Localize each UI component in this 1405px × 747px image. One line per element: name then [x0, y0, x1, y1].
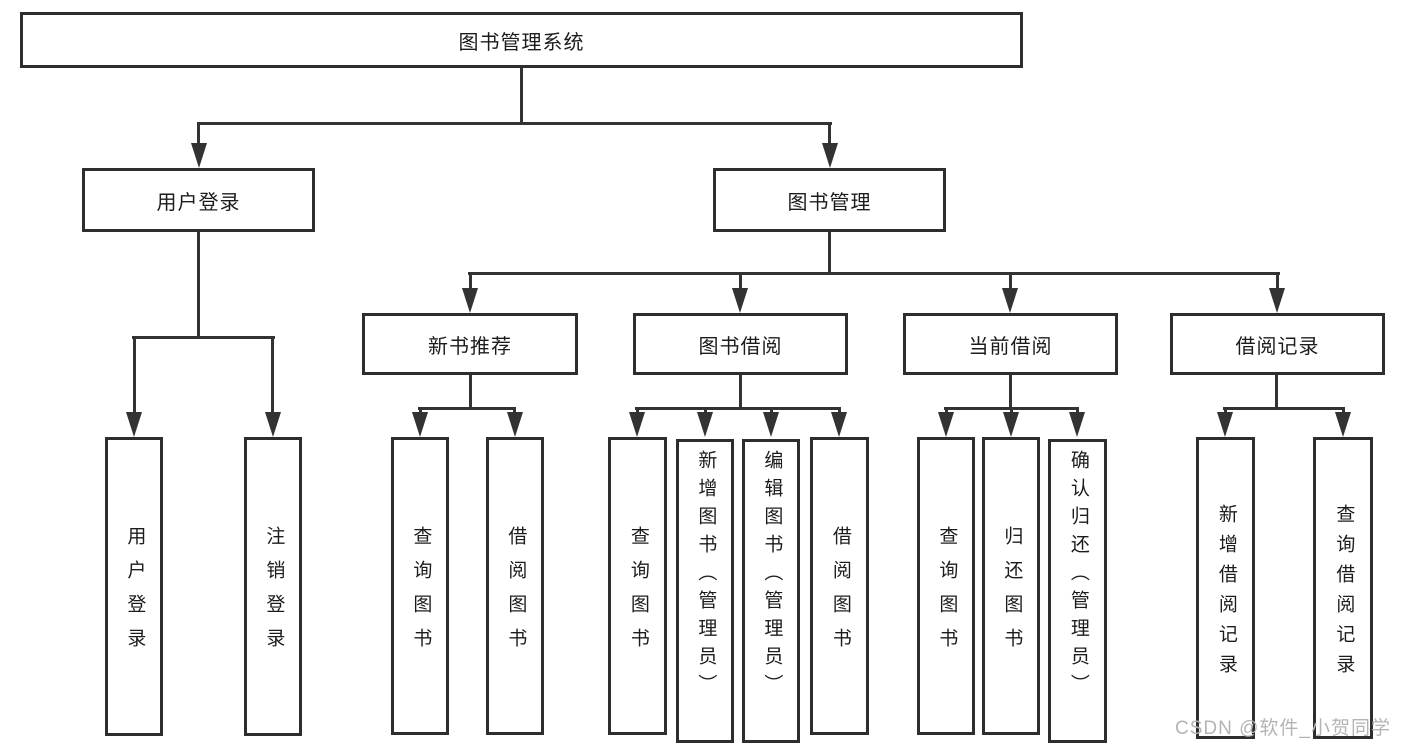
connector-borrowing-leaves-hline — [635, 407, 841, 410]
leaf-records-query-record: 查询借阅记录 — [1313, 437, 1373, 739]
connector-leaf-stem — [1342, 407, 1345, 413]
arrowhead-down-icon — [191, 143, 207, 168]
arrowhead-down-icon — [126, 412, 142, 437]
leaf-newbook-borrow-books-label: 借阅图书 — [505, 525, 527, 662]
csdn-watermark: CSDN @软件_小贺同学 — [1175, 718, 1391, 739]
arrowhead-down-icon — [1003, 412, 1019, 437]
arrowhead-down-icon — [732, 288, 748, 313]
connector-login-stem — [197, 122, 200, 143]
connector-leaf-stem — [1076, 407, 1079, 413]
leaf-borrow-query-books-label: 查询图书 — [627, 525, 649, 662]
connector-leaf-stem — [838, 407, 841, 413]
leaf-records-query-record-label: 查询借阅记录 — [1333, 503, 1355, 684]
leaf-borrow-borrow-books-label: 借阅图书 — [829, 525, 851, 662]
connector-login-leaves-hline — [132, 336, 275, 339]
leaf-current-query-books-label: 查询图书 — [936, 525, 958, 662]
connector-leaf-stem — [271, 336, 274, 412]
arrowhead-down-icon — [507, 412, 523, 437]
connector-mgmt-stem — [828, 122, 831, 143]
leaf-user-login: 用户登录 — [105, 437, 163, 736]
leaf-borrow-query-books: 查询图书 — [608, 437, 667, 735]
connector-leaf-stem — [419, 407, 422, 413]
connector-mgmt-down-stem — [828, 232, 831, 272]
connector-newbook-leaves-hline — [418, 407, 516, 410]
leaf-current-confirm-return-admin-label: 确认归还（管理员） — [1067, 450, 1089, 702]
leaf-newbook-query-books: 查询图书 — [391, 437, 449, 735]
connector-records-stem — [1276, 272, 1279, 288]
node-user-login: 用户登录 — [82, 168, 315, 232]
leaf-borrow-edit-books-admin: 编辑图书（管理员） — [742, 439, 800, 743]
arrowhead-down-icon — [462, 288, 478, 313]
leaf-logout-label: 注销登录 — [263, 526, 285, 662]
arrowhead-down-icon — [265, 412, 281, 437]
leaf-borrow-borrow-books: 借阅图书 — [810, 437, 869, 735]
leaf-current-confirm-return-admin: 确认归还（管理员） — [1048, 439, 1107, 743]
leaf-records-add-record: 新增借阅记录 — [1196, 437, 1255, 739]
connector-leaf-stem — [133, 336, 136, 412]
connector-root-stem — [520, 68, 523, 122]
arrowhead-down-icon — [822, 143, 838, 168]
connector-level3-hline — [468, 272, 1280, 275]
connector-newbook-down-stem — [469, 375, 472, 407]
arrowhead-down-icon — [831, 412, 847, 437]
leaf-logout: 注销登录 — [244, 437, 302, 736]
arrowhead-down-icon — [1269, 288, 1285, 313]
leaf-current-query-books: 查询图书 — [917, 437, 975, 735]
connector-leaf-stem — [704, 407, 707, 413]
connector-leaf-stem — [945, 407, 948, 413]
node-borrowing-records: 借阅记录 — [1170, 313, 1385, 375]
arrowhead-down-icon — [629, 412, 645, 437]
arrowhead-down-icon — [1335, 412, 1351, 437]
leaf-borrow-add-books-admin: 新增图书（管理员） — [676, 439, 734, 743]
connector-current-stem — [1009, 272, 1012, 288]
arrowhead-down-icon — [763, 412, 779, 437]
connector-leaf-stem — [1224, 407, 1227, 413]
node-book-management: 图书管理 — [713, 168, 946, 232]
connector-login-down-stem — [197, 232, 200, 336]
arrowhead-down-icon — [1217, 412, 1233, 437]
node-current-borrowing: 当前借阅 — [903, 313, 1118, 375]
leaf-current-return-books-label: 归还图书 — [1001, 525, 1023, 662]
leaf-current-return-books: 归还图书 — [982, 437, 1040, 735]
node-book-borrowing: 图书借阅 — [633, 313, 848, 375]
leaf-newbook-borrow-books: 借阅图书 — [486, 437, 544, 735]
connector-records-leaves-hline — [1223, 407, 1345, 410]
connector-leaf-stem — [1010, 407, 1013, 413]
connector-borrowing-stem — [739, 272, 742, 288]
connector-borrowing-down-stem — [739, 375, 742, 407]
leaf-records-add-record-label: 新增借阅记录 — [1215, 503, 1237, 684]
connector-leaf-stem — [513, 407, 516, 413]
connector-current-down-stem — [1009, 375, 1012, 407]
arrowhead-down-icon — [412, 412, 428, 437]
connector-newbook-stem — [469, 272, 472, 288]
leaf-borrow-add-books-admin-label: 新增图书（管理员） — [695, 450, 717, 702]
connector-level2-hline — [197, 122, 832, 125]
leaf-newbook-query-books-label: 查询图书 — [410, 525, 432, 662]
node-root-book-management-system: 图书管理系统 — [20, 12, 1023, 68]
arrowhead-down-icon — [697, 412, 713, 437]
connector-leaf-stem — [636, 407, 639, 413]
connector-records-down-stem — [1275, 375, 1278, 407]
arrowhead-down-icon — [1002, 288, 1018, 313]
leaf-borrow-edit-books-admin-label: 编辑图书（管理员） — [761, 450, 783, 702]
node-new-book-recommend: 新书推荐 — [362, 313, 578, 375]
leaf-user-login-label: 用户登录 — [124, 526, 146, 662]
arrowhead-down-icon — [1069, 412, 1085, 437]
arrowhead-down-icon — [938, 412, 954, 437]
connector-leaf-stem — [770, 407, 773, 413]
